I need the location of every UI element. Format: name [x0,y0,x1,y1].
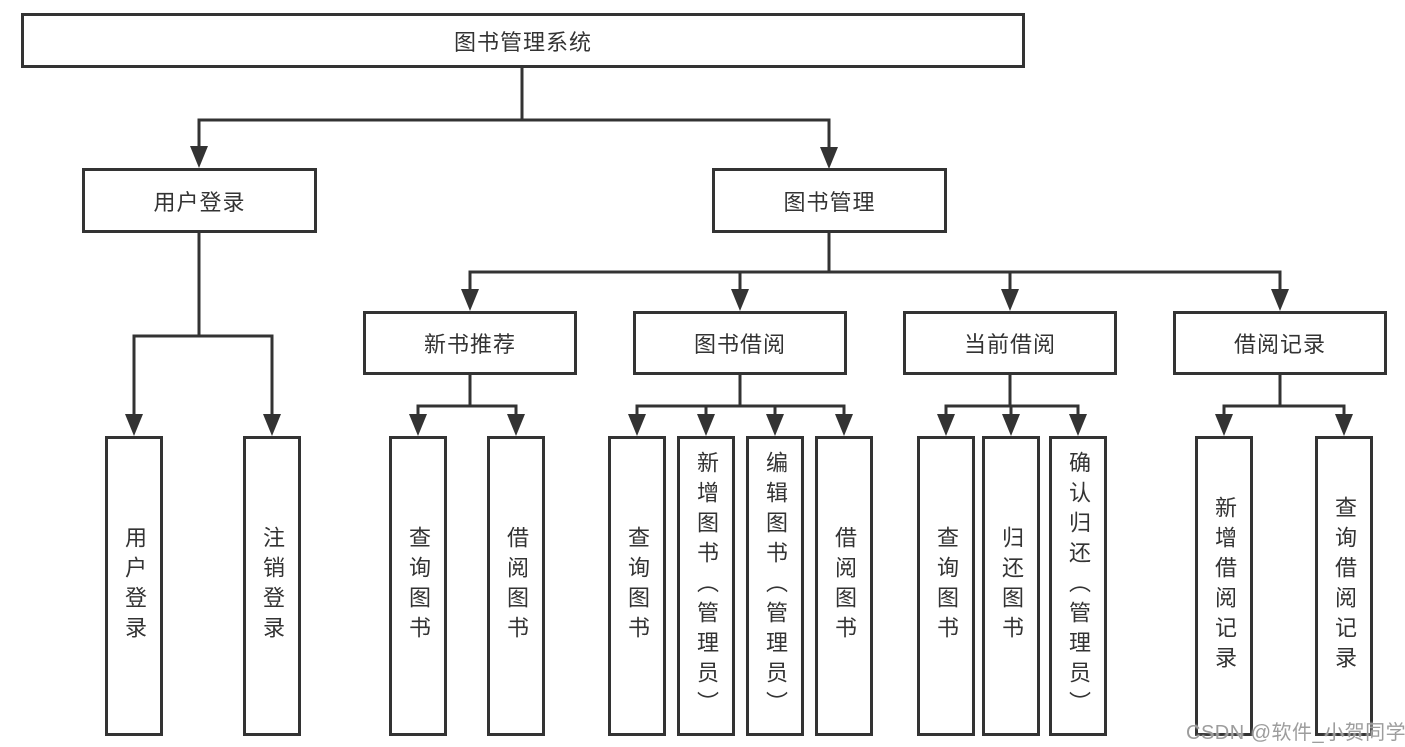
arrowhead [1069,414,1087,436]
connector-user-login [132,231,274,420]
arrowhead [731,289,749,311]
node-root: 图书管理系统 [21,13,1025,68]
arrowhead [766,414,784,436]
node-borrow-books-leaf: 借阅图书 [815,436,873,736]
connector-book-management [468,231,1282,295]
arrowhead [1335,414,1353,436]
node-book-borrow: 图书借阅 [633,311,847,375]
node-logout-leaf: 注销登录 [243,436,301,736]
arrowhead [697,414,715,436]
arrowhead [628,414,646,436]
arrowhead [507,414,525,436]
node-user-login: 用户登录 [82,168,317,233]
arrowhead [1271,289,1289,311]
arrowhead [190,146,208,168]
node-user-login-leaf: 用户登录 [105,436,163,736]
arrowhead [263,414,281,436]
node-return-book: 归还图书 [982,436,1040,736]
node-borrow-books-recommend: 借阅图书 [487,436,545,736]
node-query-borrow-record: 查询借阅记录 [1315,436,1373,736]
arrowhead [409,414,427,436]
arrowhead [820,147,838,169]
node-book-management: 图书管理 [712,168,947,233]
csdn-watermark: CSDN @软件_小贺同学 [1186,722,1405,744]
node-edit-book-admin: 编辑图书（管理员） [746,436,804,736]
arrowhead [1001,289,1019,311]
node-add-borrow-record: 新增借阅记录 [1195,436,1253,736]
node-add-book-admin: 新增图书（管理员） [677,436,735,736]
connector-new-book-recommend [416,373,518,420]
arrowhead [937,414,955,436]
arrowhead [1215,414,1233,436]
node-current-borrow: 当前借阅 [903,311,1117,375]
arrowhead [835,414,853,436]
node-query-books-current: 查询图书 [917,436,975,736]
node-new-book-recommend: 新书推荐 [363,311,577,375]
node-query-books-recommend: 查询图书 [389,436,447,736]
node-confirm-return-admin: 确认归还（管理员） [1049,436,1107,736]
arrowhead [125,414,143,436]
node-borrow-records: 借阅记录 [1173,311,1387,375]
connector-current-borrow [944,373,1080,420]
arrowhead [461,289,479,311]
node-query-books-borrow: 查询图书 [608,436,666,736]
connector-root [197,66,831,153]
arrowhead [1002,414,1020,436]
connector-borrow-records [1222,373,1346,420]
connector-book-borrow [635,373,846,420]
